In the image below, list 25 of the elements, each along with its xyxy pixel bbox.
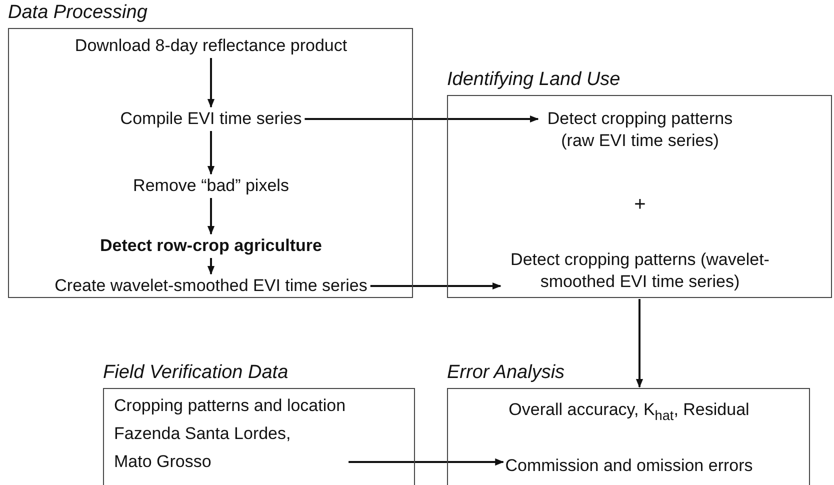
step-text: Compile EVI time series [120,108,302,130]
group-heading: Error Analysis [447,362,565,384]
arrow [207,258,215,275]
arrow [207,198,215,235]
text-line: Mato Grosso [114,451,212,473]
arrow [207,131,215,175]
step-text: Remove “bad” pixels [133,175,289,197]
step-text: Create wavelet-smoothed EVI time series [54,275,368,297]
step-text: Commission and omission errors [505,455,753,477]
step-text: Detect row-crop agriculture [100,235,322,257]
arrow [636,299,644,388]
step-text: Overall accuracy, K$_{hat}$, Residual [508,399,750,421]
group-heading: Data Processing [8,2,148,24]
text-line: Fazenda Santa Lordes, [114,423,292,445]
group-heading: Identifying Land Use [447,69,620,91]
step-text: Detect cropping patterns (raw EVI time series) [540,108,740,152]
step-text: Detect cropping patterns (wavelet-smoothed EVI time series) [502,249,778,293]
text-line: Cropping patterns and location [114,395,346,417]
group-heading: Field Verification Data [103,362,288,384]
arrow [348,458,504,466]
arrow [370,282,502,290]
arrow [207,58,215,108]
arrow [304,115,539,123]
step-text: Download 8-day reflectance product [74,35,348,57]
plus-sign: + [634,194,646,216]
